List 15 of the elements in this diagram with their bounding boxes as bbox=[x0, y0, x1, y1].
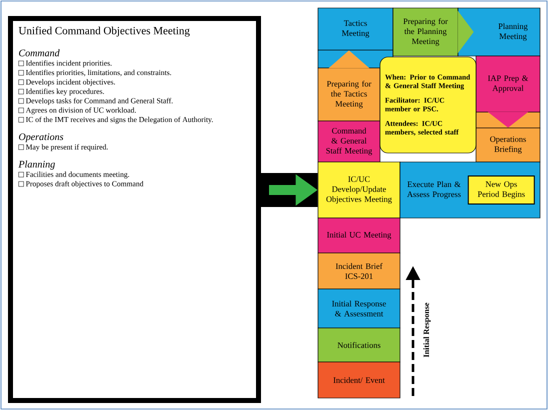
process-box: Incident Brief ICS-201 bbox=[318, 252, 400, 290]
process-box: Incident/ Event bbox=[318, 362, 400, 398]
section-heading: Command bbox=[19, 49, 60, 56]
process-box: IC/UC Develop/Update Objectives Meeting bbox=[318, 162, 400, 218]
process-box: Command & General Staff Meeting bbox=[318, 120, 380, 162]
process-box: Notifications bbox=[318, 328, 400, 362]
process-box: Planning Meeting bbox=[458, 8, 540, 56]
milestone-box: New Ops Period Begins bbox=[468, 176, 535, 204]
panel-title: Unified Command Objectives Meeting bbox=[18, 26, 190, 37]
process-box: Initial Response & Assessment bbox=[318, 288, 400, 328]
section-heading: Operations bbox=[19, 133, 64, 142]
process-box: Initial UC Meeting bbox=[318, 218, 400, 254]
axis-label: Initial Response bbox=[423, 302, 431, 358]
checklist-panel bbox=[8, 16, 261, 403]
section-heading: Planning bbox=[18, 160, 55, 170]
